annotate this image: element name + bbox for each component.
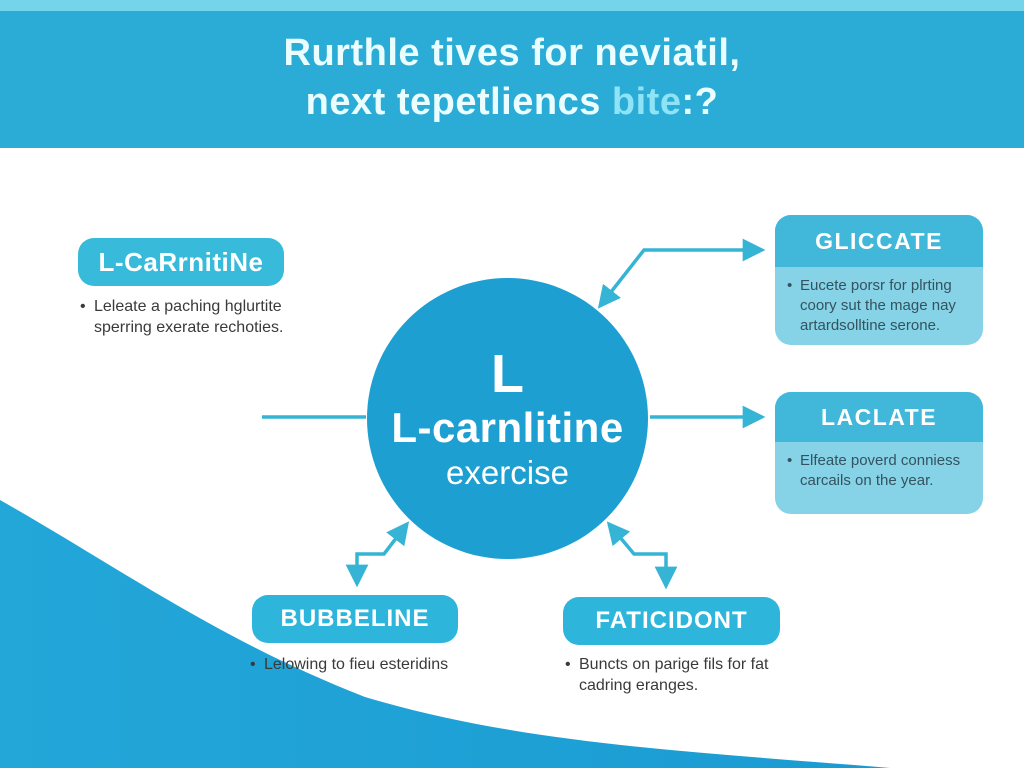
bullet-marker: • [250, 656, 256, 673]
bullet-marker: • [565, 656, 571, 673]
title-highlight: bite [611, 81, 682, 123]
node-gliccate-label: GLICCATE [775, 215, 983, 267]
node-laclate-label: LACLATE [775, 392, 983, 442]
circle-line2: L-carnlitine [391, 403, 624, 451]
circle-line3: exercise [446, 453, 569, 491]
node-bubbeline-label: BUBBELINE [280, 605, 430, 632]
node-bubbeline: BUBBELINE [252, 595, 458, 643]
arrow-circle-to-bubbeline [345, 521, 410, 588]
node-l-carrnitine-label: L-CaRrnitiNe [98, 246, 264, 277]
header-band: Rurthle tives for neviatil, next tepetli… [0, 11, 1024, 148]
node-gliccate: GLICCATE • Eucete porsr for plrting coor… [775, 215, 983, 345]
node-l-carrnitine: L-CaRrnitiNe [78, 238, 284, 286]
bullet-marker: • [80, 298, 86, 315]
central-node-circle: L L-carnlitine exercise [367, 278, 648, 559]
note-faticidont-text: Buncts on parige fils for fat cadring er… [579, 656, 769, 694]
note-l-carrnitine-text: Leleate a paching hglurtite sperring exe… [94, 298, 284, 336]
note-l-carrnitine: • Leleate a paching hglurtite sperring e… [80, 296, 296, 338]
note-bubbeline-text: Lelowing to fieu esteridins [264, 656, 449, 673]
node-laclate: LACLATE • Elfeate poverd conniess carcai… [775, 392, 983, 514]
bullet-marker: • [787, 452, 793, 469]
page-title-line2: next tepetliencs bite:? [305, 81, 719, 123]
node-faticidont: FATICIDONT [563, 597, 780, 645]
arrow-circle-to-gliccate [597, 238, 766, 309]
note-bubbeline: • Lelowing to fieu esteridins [250, 654, 480, 675]
note-faticidont: • Buncts on parige fils for fat cadring … [565, 654, 783, 696]
page-title-line1: Rurthle tives for neviatil, [283, 32, 741, 74]
circle-line1: L [491, 343, 524, 404]
arrow-circle-to-faticidont [606, 521, 678, 590]
note-laclate-text: Elfeate poverd conniess carcails on the … [800, 452, 961, 489]
note-gliccate-text: Eucete porsr for plrting coory sut the m… [800, 277, 956, 334]
note-gliccate: • Eucete porsr for plrting coory sut the… [775, 267, 983, 336]
top-accent-strip [0, 0, 1024, 11]
page-title: Rurthle tives for neviatil, next tepetli… [0, 11, 1024, 127]
note-laclate: • Elfeate poverd conniess carcails on th… [775, 442, 983, 491]
bullet-marker: • [787, 277, 793, 294]
node-faticidont-label: FATICIDONT [595, 607, 748, 634]
